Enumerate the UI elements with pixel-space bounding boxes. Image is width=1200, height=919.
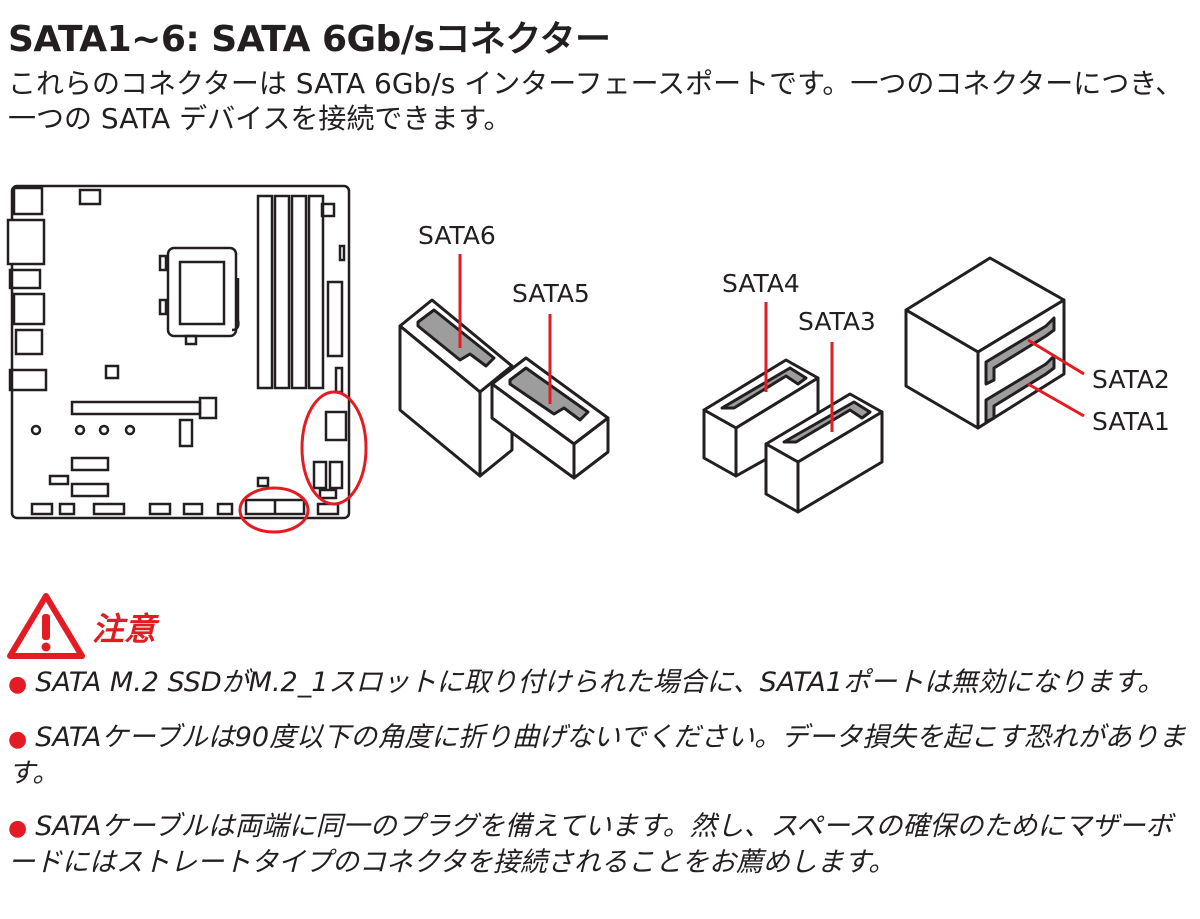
sata1-label: SATA1 — [1092, 407, 1170, 436]
motherboard-icon — [6, 184, 351, 520]
sata6-label: SATA6 — [418, 221, 496, 250]
sata5-label: SATA5 — [512, 279, 590, 308]
intro-text: これらのコネクターは SATA 6Gb/s インターフェースポートです。一つのコ… — [8, 67, 1184, 135]
sata2-label: SATA2 — [1092, 365, 1170, 394]
note-text: SATAケーブルは90度以下の角度に折り曲げないでください。データ損失を起こす恐… — [8, 722, 1186, 789]
list-item: ●SATAケーブルは90度以下の角度に折り曲げないでください。データ損失を起こす… — [8, 721, 1198, 791]
stacked-sata-connector-icon — [904, 256, 1066, 430]
important-title: 注意 — [92, 610, 157, 648]
bullet-icon: ● — [8, 727, 28, 752]
sata6-pointer — [458, 254, 552, 404]
sata-connector-icon — [398, 298, 610, 480]
important-notes: ● SATA M.2 SSDがM.2_1スロットに取り付けられた場合に、SATA1… — [8, 666, 1198, 899]
note-text: SATAケーブルは両端に同一のプラグを備えています。然し、スペースの確保のために… — [8, 811, 1173, 878]
sata4-label: SATA4 — [722, 269, 800, 298]
sata3-label: SATA3 — [798, 307, 876, 336]
bullet-icon: ● — [8, 672, 28, 697]
list-item: ●SATAケーブルは両端に同一のプラグを備えています。然し、スペースの確保のため… — [8, 810, 1198, 880]
warning-triangle-icon — [7, 593, 85, 659]
sata2-pointer — [1027, 338, 1085, 418]
sata-diagram: SATA6 SATA5 SATA4 SATA3 SATA2 SATA1 — [6, 184, 1170, 534]
page-title: SATA1~6: SATA 6Gb/sコネクター — [8, 19, 611, 60]
sata-connector-icon — [702, 358, 884, 514]
bullet-icon: ● — [8, 816, 28, 841]
note-text: SATA M.2 SSDがM.2_1スロットに取り付けられた場合に、SATA1ポ… — [35, 667, 1165, 698]
list-item: ● SATA M.2 SSDがM.2_1スロットに取り付けられた場合に、SATA1… — [8, 666, 1198, 702]
sata-highlight-marks — [238, 390, 368, 534]
sata4-pointer — [764, 302, 834, 432]
